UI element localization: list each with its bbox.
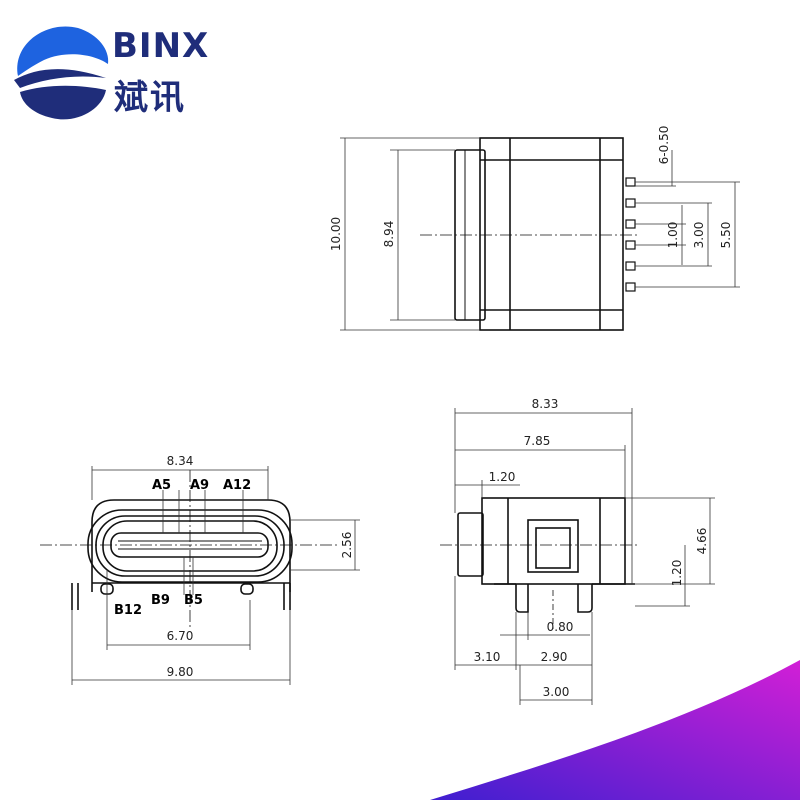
- accent-corner: [430, 660, 800, 800]
- brand-header: BINX 斌讯: [0, 0, 230, 120]
- dim-overall-width: 9.80: [167, 665, 194, 679]
- pin-label-b5: B5: [184, 593, 203, 608]
- dim-opening-height: 2.56: [340, 532, 354, 559]
- top-view-dimensions: [340, 137, 740, 331]
- dim-side-height: 4.66: [695, 528, 709, 555]
- dim-mid-offset: 2.90: [541, 650, 568, 664]
- dim-leg-span: 3.00: [543, 685, 570, 699]
- top-view: [420, 137, 640, 331]
- side-view-dimensions: [454, 408, 715, 705]
- pin-label-a5: A5: [152, 478, 171, 493]
- binx-logo-icon: [14, 26, 109, 120]
- dim-body-height: 8.94: [382, 221, 396, 248]
- dim-left-offset: 3.10: [474, 650, 501, 664]
- dim-inner-span: 3.00: [692, 222, 706, 249]
- dim-pin-pitch: 1.00: [666, 222, 680, 249]
- dim-overall-length: 8.33: [532, 397, 559, 411]
- dim-leg-width: 0.80: [547, 620, 574, 634]
- dim-body-length: 7.85: [524, 434, 551, 448]
- front-view: [40, 470, 340, 630]
- dim-shell-width: 8.34: [167, 454, 194, 468]
- dim-foot-span: 6.70: [167, 629, 194, 643]
- dim-front-step: 1.20: [489, 470, 516, 484]
- dim-outer-span: 5.50: [719, 222, 733, 249]
- pin-label-b12: B12: [114, 603, 142, 618]
- pin-label-b9: B9: [151, 593, 170, 608]
- pin-label-a9: A9: [190, 478, 209, 493]
- brand-name-en: BINX: [112, 26, 210, 66]
- front-view-dimensions: [71, 466, 360, 685]
- brand-name-cn: 斌讯: [114, 78, 186, 118]
- dim-pin-count: 6-0.50: [657, 126, 671, 165]
- dim-leg-height: 1.20: [670, 560, 684, 587]
- dim-overall-height: 10.00: [329, 217, 343, 251]
- side-view: [440, 497, 640, 630]
- front-view-pin-guides: [106, 490, 244, 600]
- pin-label-a12: A12: [223, 478, 251, 493]
